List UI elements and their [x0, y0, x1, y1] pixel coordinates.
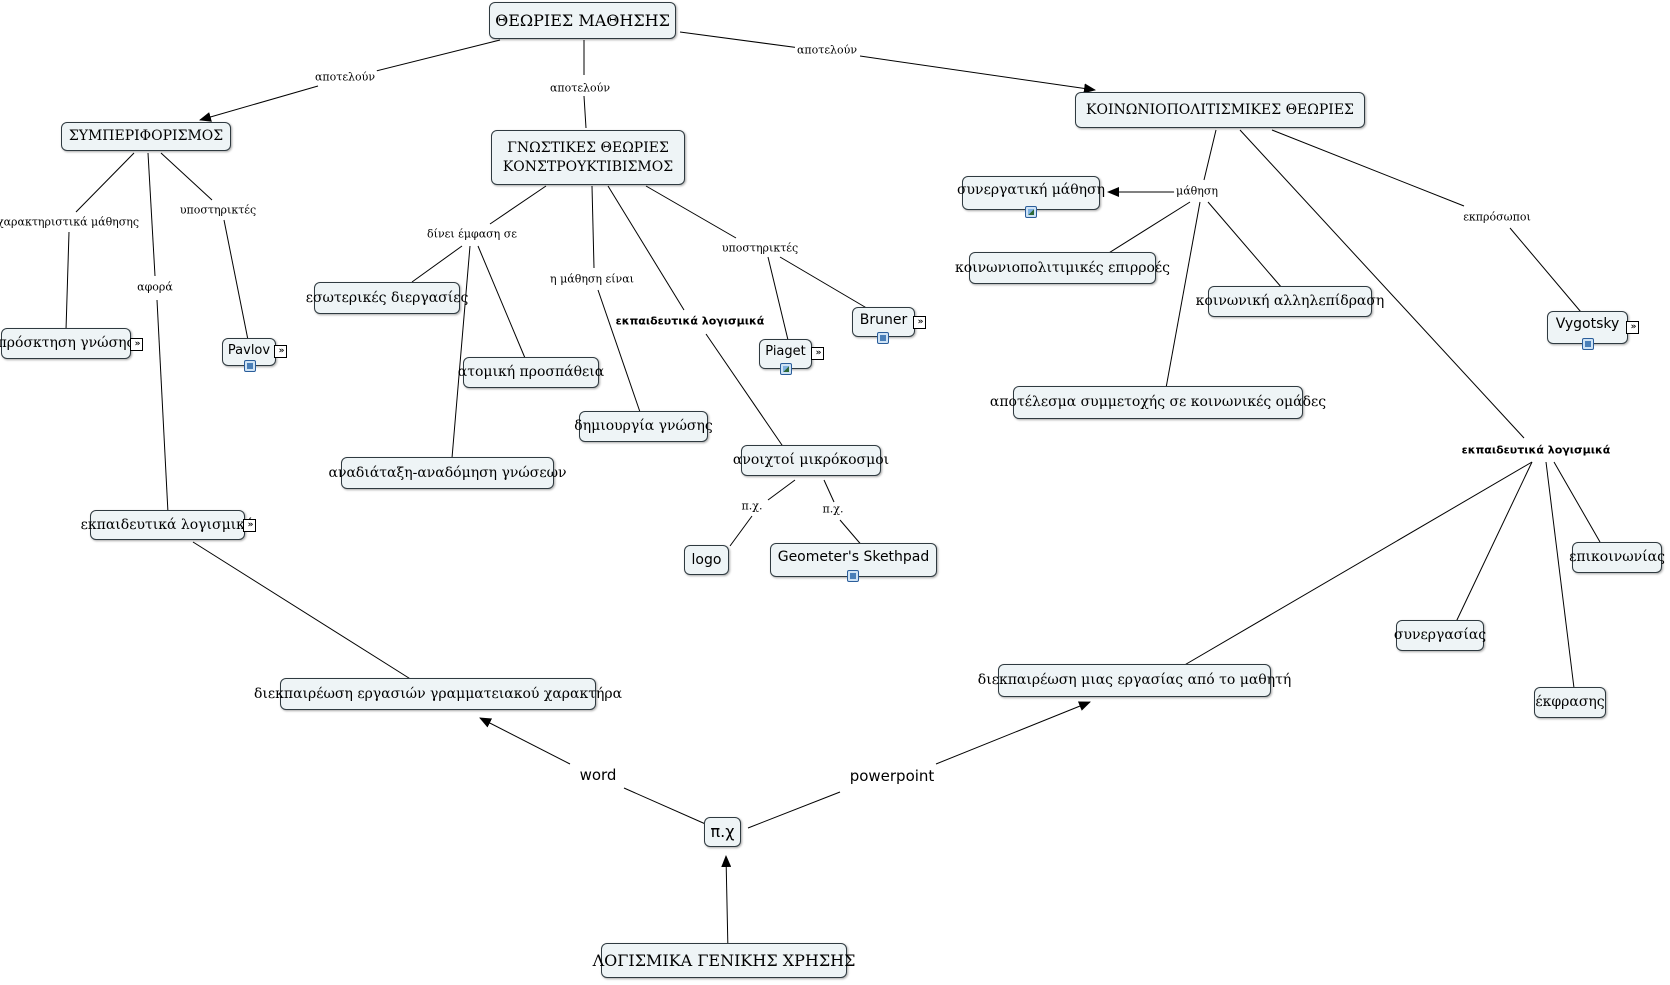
node-sociocultural-influences[interactable]: κοινωνιοπολιτιμικές επιρροές: [955, 252, 1170, 284]
link-label-concerns: αφορά: [135, 280, 175, 294]
image-resource-icon[interactable]: [780, 363, 792, 375]
expand-arrows-icon[interactable]: »: [1626, 321, 1639, 334]
link-label-constitute: αποτελούν: [794, 43, 860, 57]
document-resource-icon[interactable]: [847, 570, 859, 582]
node-label: εσωτερικές διεργασίες: [305, 289, 469, 306]
node-edu-software-behaviorism[interactable]: εκπαιδευτικά λογισμικά: [81, 510, 254, 540]
node-label: ΛΟΓΙΣΜΙΚΑ ΓΕΝΙΚΗΣ ΧΡΗΣΗΣ: [592, 950, 856, 970]
link-label-word: word: [577, 766, 619, 784]
node-label: ΘΕΩΡΙΕΣ ΜΑΘΗΣΗΣ: [495, 10, 670, 30]
link-label-eg: π.χ.: [739, 499, 765, 513]
node-label: διεκπαιρέωση εργασιών γραμματειακού χαρα…: [253, 685, 623, 702]
link-label-learning: μάθηση: [1174, 184, 1220, 198]
node-label: διεκπαιρέωση μιας εργασίας από το μαθητή: [977, 672, 1292, 689]
node-label: Pavlov: [227, 343, 271, 358]
node-label: συνεργατική μάθηση: [956, 182, 1106, 198]
expand-arrows-icon[interactable]: »: [913, 316, 926, 329]
node-label: ατομική προσπάθεια: [457, 364, 605, 381]
node-label: κοινωνική αλληλεπίδραση: [1195, 293, 1385, 310]
image-resource-icon[interactable]: [1025, 206, 1037, 218]
link-label-representatives: εκπρόσωποι: [1461, 210, 1533, 224]
node-label: ανοιχτοί μικρόκοσμοι: [732, 452, 890, 469]
node-student-task[interactable]: διεκπαιρέωση μιας εργασίας από το μαθητή: [978, 664, 1291, 697]
link-label-supporters: υποστηρικτές: [177, 203, 259, 217]
expand-arrows-icon[interactable]: »: [274, 345, 287, 358]
node-cooperation[interactable]: συνεργασίας: [1393, 620, 1487, 651]
node-internal-processes[interactable]: εσωτερικές διεργασίες: [306, 282, 468, 314]
link-label-constitute: αποτελούν: [312, 70, 378, 84]
expand-arrows-icon[interactable]: »: [243, 519, 256, 532]
link-label-constitute: αποτελούν: [547, 81, 613, 95]
node-knowledge-acquisition[interactable]: πρόσκτηση γνώσης: [0, 328, 135, 359]
node-label: ΚΟΙΝΩΝΙΟΠΟΛΙΤΙΣΜΙΚΕΣ ΘΕΩΡΙΕΣ: [1086, 101, 1354, 118]
node-label: εκπαιδευτικά λογισμικά: [80, 516, 255, 533]
node-label: συνεργασίας: [1393, 627, 1487, 644]
node-collaborative-learning[interactable]: συνεργατική μάθηση: [957, 176, 1105, 210]
expand-arrows-icon[interactable]: »: [130, 338, 143, 351]
node-label: logo: [691, 551, 722, 568]
link-label-powerpoint: powerpoint: [847, 767, 937, 785]
node-individual-effort[interactable]: ατομική προσπάθεια: [458, 357, 604, 388]
node-knowledge-restructuring[interactable]: αναδιάταξη-αναδόμηση γνώσεων: [329, 457, 567, 489]
node-logo[interactable]: logo: [684, 545, 729, 575]
link-label-supporters: υποστηρικτές: [719, 241, 801, 255]
node-label: Piaget: [765, 344, 806, 359]
node-open-microworlds[interactable]: ανοιχτοί μικρόκοσμοι: [733, 445, 889, 476]
node-cognitive-theories[interactable]: ΓΝΩΣΤΙΚΕΣ ΘΕΩΡΙΕΣ ΚΟΝΣΤΡΟΥΚΤΙΒΙΣΜΟΣ: [491, 130, 685, 185]
node-label: κοινωνιοπολιτιμικές επιρροές: [954, 259, 1171, 276]
node-label: επικοινωνίας: [1569, 549, 1665, 566]
link-label-learning-characteristics: χαρακτηριστικά μάθησης: [0, 215, 142, 229]
node-clerical-tasks[interactable]: διεκπαιρέωση εργασιών γραμματειακού χαρα…: [254, 678, 622, 710]
node-expression[interactable]: έκφρασης: [1534, 687, 1606, 718]
node-label-line2: ΚΟΝΣΤΡΟΥΚΤΙΒΙΣΜΟΣ: [502, 158, 674, 175]
link-label-edu-software: εκπαιδευτικά λογισμικά: [613, 314, 767, 328]
node-label-line1: ΓΝΩΣΤΙΚΕΣ ΘΕΩΡΙΕΣ: [507, 139, 669, 156]
node-label: δημιουργία γνώσης: [574, 418, 713, 435]
document-resource-icon[interactable]: [1582, 338, 1594, 350]
node-label: έκφρασης: [1535, 694, 1605, 711]
node-label: Bruner: [859, 312, 908, 328]
node-label: αποτέλεσμα συμμετοχής σε κοινωνικές ομάδ…: [989, 394, 1327, 411]
node-communication[interactable]: επικοινωνίας: [1569, 542, 1665, 573]
node-label: π.χ: [710, 822, 735, 842]
node-sociocultural-theories[interactable]: ΚΟΙΝΩΝΙΟΠΟΛΙΤΙΣΜΙΚΕΣ ΘΕΩΡΙΕΣ: [1075, 92, 1365, 128]
node-label: πρόσκτηση γνώσης: [0, 335, 135, 352]
document-resource-icon[interactable]: [244, 360, 256, 372]
node-knowledge-creation[interactable]: δημιουργία γνώσης: [574, 411, 713, 442]
node-group-participation[interactable]: αποτέλεσμα συμμετοχής σε κοινωνικές ομάδ…: [990, 386, 1326, 419]
node-for-example[interactable]: π.χ: [704, 817, 741, 847]
node-label: Vygotsky: [1555, 316, 1620, 332]
node-general-purpose-software[interactable]: ΛΟΓΙΣΜΙΚΑ ΓΕΝΙΚΗΣ ΧΡΗΣΗΣ: [593, 943, 855, 978]
node-behaviorism[interactable]: ΣΥΜΠΕΡΙΦΟΡΙΣΜΟΣ: [61, 122, 231, 151]
document-resource-icon[interactable]: [877, 332, 889, 344]
link-label-learning-is: η μάθηση είναι: [548, 272, 636, 286]
node-label: αναδιάταξη-αναδόμηση γνώσεων: [328, 464, 567, 481]
node-learning-theories[interactable]: ΘΕΩΡΙΕΣ ΜΑΘΗΣΗΣ: [489, 2, 676, 39]
link-label-eg: π.χ.: [820, 502, 846, 516]
expand-arrows-icon[interactable]: »: [811, 347, 824, 360]
link-label-edu-software: εκπαιδευτικά λογισμικά: [1459, 443, 1613, 457]
node-label: ΣΥΜΠΕΡΙΦΟΡΙΣΜΟΣ: [68, 128, 224, 145]
link-label-emphasis: δίνει έμφαση σε: [425, 227, 519, 241]
node-social-interaction[interactable]: κοινωνική αλληλεπίδραση: [1196, 286, 1384, 317]
node-label: Geometer's Skethpad: [777, 549, 930, 565]
